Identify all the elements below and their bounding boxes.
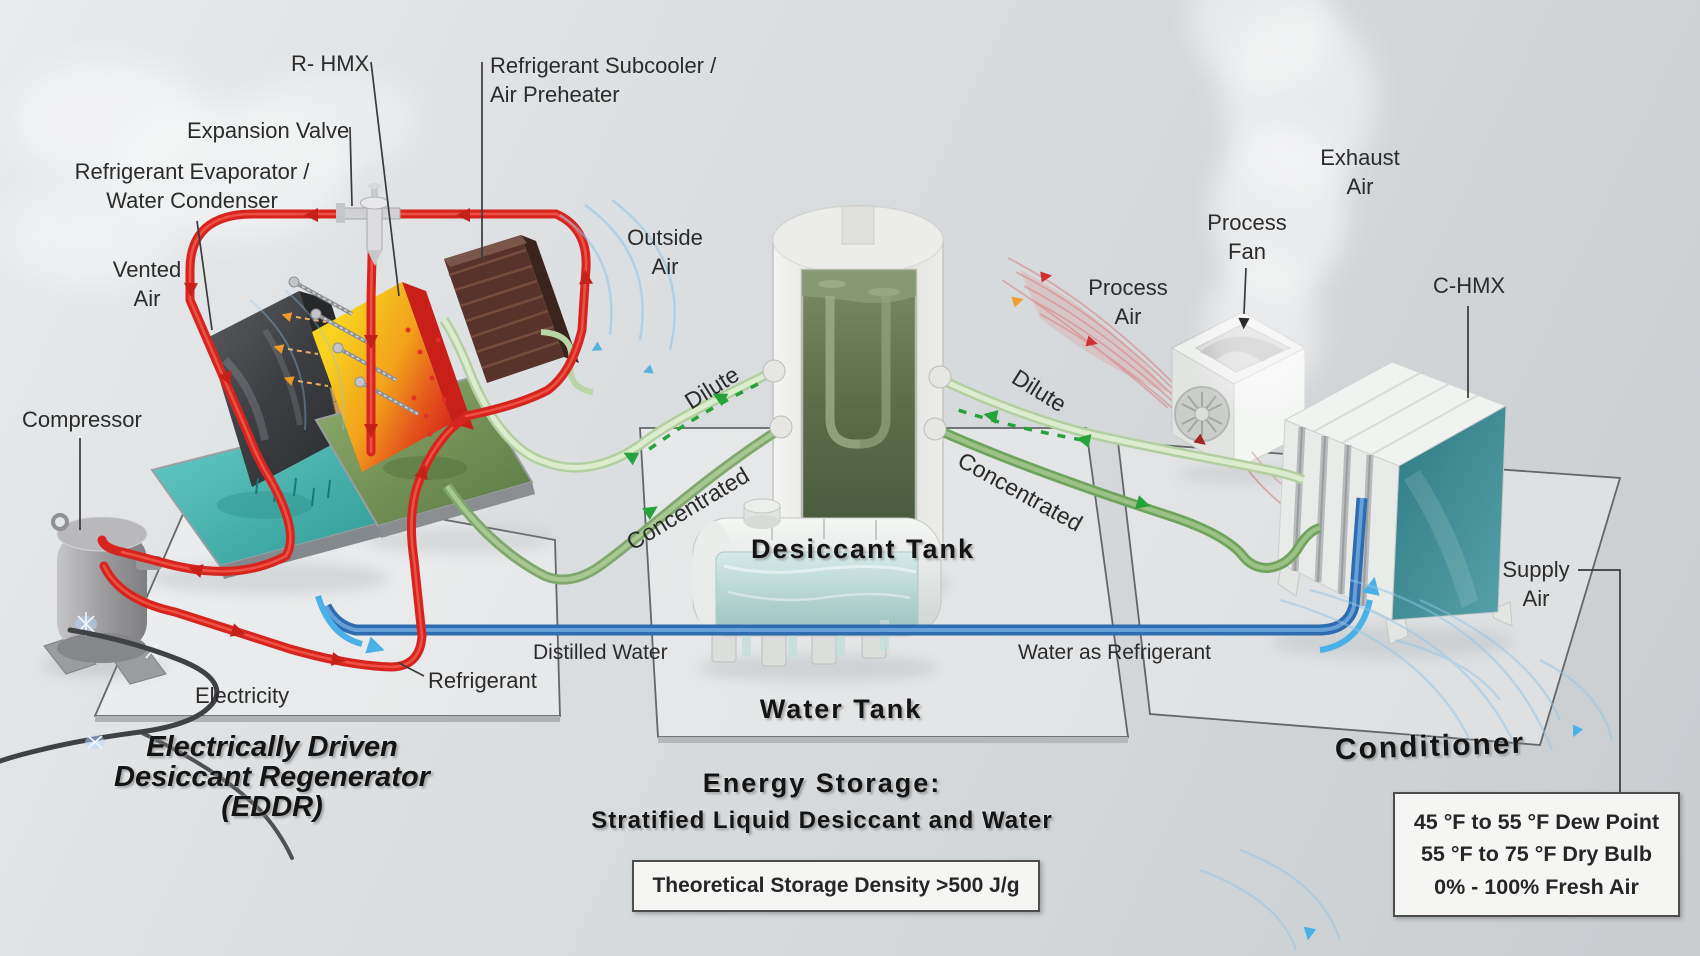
- eddr-platform-edge: [95, 716, 560, 722]
- label-expansion-valve: Expansion Valve: [187, 118, 350, 143]
- title-eddr-line1: Electrically Driven: [146, 731, 398, 763]
- label-supply-air: Supply Air: [1476, 556, 1596, 613]
- title-water-tank: Water Tank: [759, 694, 923, 724]
- label-process-air-line2: Air: [1114, 303, 1142, 329]
- label-vented-air-line1: Vented: [112, 257, 182, 282]
- water-tank-illustration: [691, 498, 942, 667]
- label-subcooler-line1: Refrigerant Subcooler /: [490, 53, 717, 78]
- label-evaporator-line2: Water Condenser: [106, 187, 278, 213]
- callout-conditioner-specs-line2: 55 °F to 75 °F Dry Bulb: [1420, 842, 1653, 867]
- desiccant-pipes: [439, 317, 1322, 585]
- label-process-air: Process Air: [1068, 274, 1188, 331]
- callout-conditioner-specs: 45 °F to 55 °F Dew Point 55 °F to 75 °F …: [1393, 792, 1680, 917]
- tank-ports: [762, 359, 952, 441]
- expansion-valve-illustration: [336, 183, 401, 266]
- storage-platform-edge: [658, 737, 1128, 743]
- callout-conditioner-specs-line1: 45 °F to 55 °F Dew Point: [1413, 810, 1660, 834]
- subcooler-illustration: [444, 235, 594, 395]
- label-water-as-refrigerant: Water as Refrigerant: [1018, 641, 1211, 664]
- label-outside-air: Outside Air: [605, 224, 725, 281]
- label-supply-air-line1: Supply: [1502, 557, 1570, 582]
- label-outside-air-line2: Air: [651, 253, 679, 279]
- leader-lines: [79, 61, 1621, 796]
- electricity-cable: [0, 627, 294, 860]
- label-refrigerant: Refrigerant: [428, 668, 537, 693]
- label-r-hmx: R- HMX: [291, 51, 370, 76]
- label-process-fan-line2: Fan: [1228, 238, 1266, 264]
- label-process-fan-line1: Process: [1207, 210, 1287, 235]
- title-eddr-line2: Desiccant Regenerator: [114, 761, 430, 794]
- label-distilled-water: Distilled Water: [533, 641, 668, 664]
- label-electricity: Electricity: [195, 683, 290, 708]
- title-eddr: Electrically Driven Desiccant Regenerato…: [72, 731, 472, 824]
- label-vented-air: Vented Air: [87, 256, 207, 313]
- label-exhaust-air: Exhaust Air: [1300, 144, 1420, 201]
- title-energy-storage: Energy Storage: Stratified Liquid Desicc…: [572, 768, 1072, 835]
- exhaust-plume: [1190, 0, 1378, 402]
- label-compressor: Compressor: [22, 407, 142, 432]
- air-swirls: [249, 199, 1614, 951]
- label-exhaust-air-line2: Air: [1346, 173, 1374, 199]
- label-process-fan: Process Fan: [1187, 209, 1307, 266]
- label-subcooler: Refrigerant Subcooler / Air Preheater: [490, 52, 716, 109]
- label-supply-air-line2: Air: [1522, 585, 1550, 611]
- label-vented-air-line2: Air: [133, 285, 161, 311]
- title-desiccant-tank: Desiccant Tank: [750, 534, 976, 564]
- cable-spark: [87, 735, 103, 749]
- label-evaporator: Refrigerant Evaporator / Water Condenser: [62, 158, 322, 215]
- water-pipe: [315, 497, 1373, 653]
- title-eddr-line3: (EDDR): [221, 791, 323, 824]
- title-energy-storage-line2: Stratified Liquid Desiccant and Water: [591, 807, 1053, 834]
- callout-storage-density: Theoretical Storage Density >500 J/g: [632, 860, 1040, 912]
- cloud-backdrop: [8, 62, 415, 287]
- label-evaporator-line1: Refrigerant Evaporator /: [74, 159, 310, 184]
- label-exhaust-air-line1: Exhaust: [1320, 145, 1400, 170]
- label-c-hmx: C-HMX: [1433, 273, 1506, 298]
- title-energy-storage-line1: Energy Storage:: [702, 768, 942, 798]
- label-outside-air-line1: Outside: [627, 225, 703, 250]
- c-hmx-illustration: [1277, 361, 1513, 645]
- label-subcooler-line2: Air Preheater: [490, 81, 620, 107]
- callout-conditioner-specs-line3: 0% - 100% Fresh Air: [1434, 874, 1639, 899]
- label-process-air-line1: Process: [1088, 275, 1168, 300]
